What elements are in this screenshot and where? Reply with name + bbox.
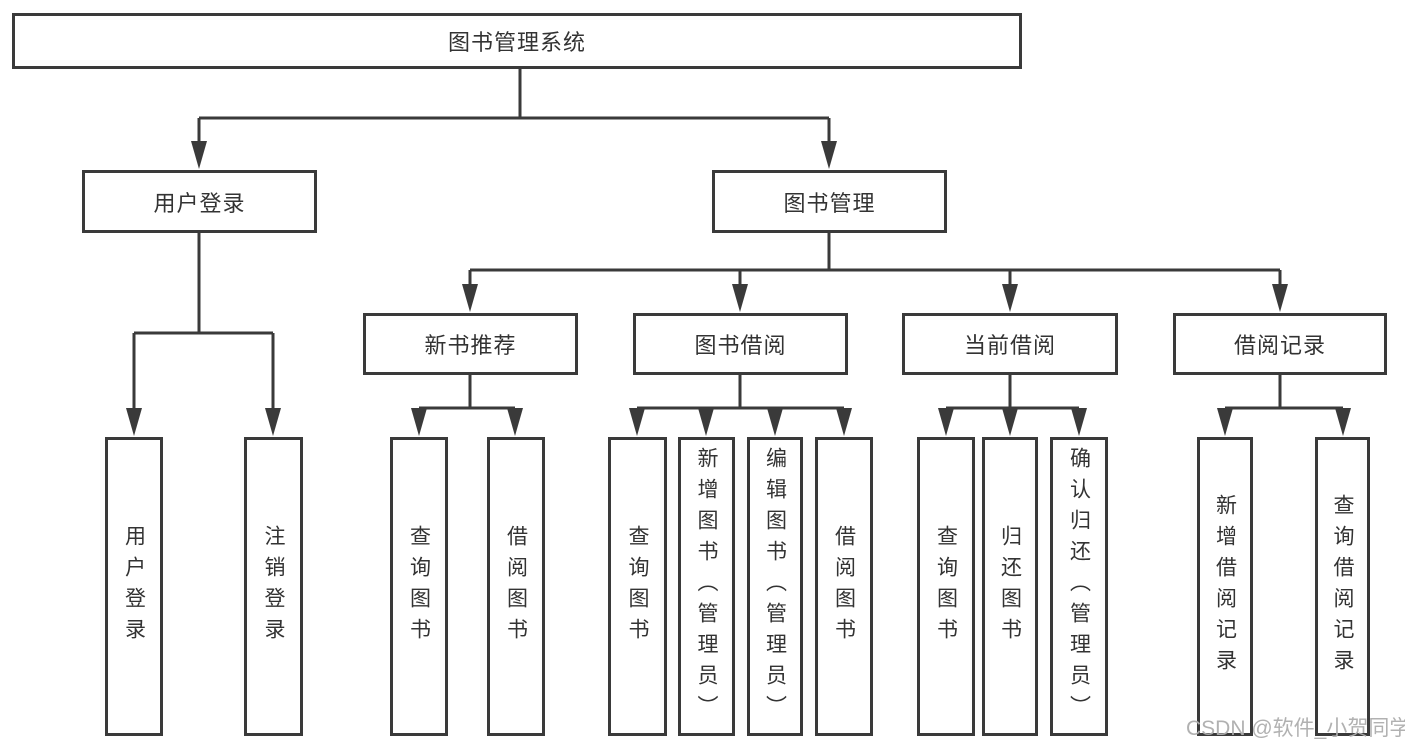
leaf-borrow-books: 借阅图书 <box>815 437 873 736</box>
leaf-return-books: 归还图书 <box>982 437 1038 736</box>
leaf-recommend-query-books: 查询图书 <box>390 437 448 736</box>
arrowheads <box>126 141 1351 436</box>
node-book-borrow: 图书借阅 <box>633 313 848 375</box>
node-borrow-records: 借阅记录 <box>1173 313 1387 375</box>
node-root-library-system: 图书管理系统 <box>12 13 1022 69</box>
leaf-query-borrow-record: 查询借阅记录 <box>1315 437 1370 736</box>
node-new-book-recommend: 新书推荐 <box>363 313 578 375</box>
watermark: CSDN @软件_小贺同学 <box>1186 717 1405 740</box>
leaf-borrow-query-books: 查询图书 <box>608 437 667 736</box>
node-user-login: 用户登录 <box>82 170 317 233</box>
leaf-user-login: 用户登录 <box>105 437 163 736</box>
leaf-add-borrow-record: 新增借阅记录 <box>1197 437 1253 736</box>
leaf-current-query-books: 查询图书 <box>917 437 975 736</box>
node-book-management: 图书管理 <box>712 170 947 233</box>
node-current-borrow: 当前借阅 <box>902 313 1118 375</box>
leaf-logout: 注销登录 <box>244 437 303 736</box>
leaf-edit-books-admin: 编辑图书（管理员） <box>747 437 803 736</box>
leaf-confirm-return-admin: 确认归还（管理员） <box>1050 437 1108 736</box>
leaf-add-books-admin: 新增图书（管理员） <box>678 437 735 736</box>
leaf-recommend-borrow-books: 借阅图书 <box>487 437 545 736</box>
